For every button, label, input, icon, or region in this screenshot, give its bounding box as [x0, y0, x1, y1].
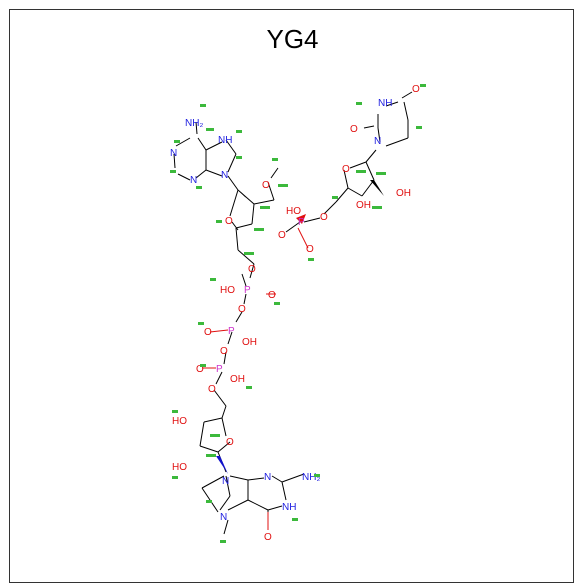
wedge-bond — [238, 190, 246, 198]
atom-o: O — [268, 290, 276, 301]
atom-oh: OH — [230, 374, 245, 385]
atom-o: O — [226, 437, 234, 448]
atom-o: O — [320, 212, 328, 223]
atom-o: O — [248, 264, 256, 275]
atom-nh: NH — [378, 98, 392, 109]
atom-ho: HO — [286, 206, 301, 217]
atom-o: O — [220, 346, 228, 357]
atom-p: P — [244, 285, 251, 296]
atom-n: N — [221, 170, 228, 181]
atom-o: O — [208, 384, 216, 395]
atom-n: N — [170, 148, 177, 159]
atom-o: O — [306, 244, 314, 255]
atom-nh2: NH₂ — [302, 472, 320, 483]
double-bonds — [202, 227, 309, 530]
wedge-bond — [370, 180, 384, 196]
atom-p: P — [216, 364, 223, 375]
atom-oh: OH — [356, 200, 371, 211]
atom-ho: HO — [220, 285, 235, 296]
wedge-bond — [216, 456, 228, 474]
atom-nh: NH — [218, 135, 232, 146]
atom-oh: OH — [242, 337, 257, 348]
atom-n: N — [374, 136, 381, 147]
atom-o: O — [238, 304, 246, 315]
atom-o: O — [278, 230, 286, 241]
diagram-frame: YG4 — [9, 9, 574, 583]
atom-n: N — [190, 175, 197, 186]
atom-p: P — [298, 217, 305, 228]
atom-o: O — [412, 84, 420, 95]
atom-p: P — [228, 326, 235, 337]
atom-nh: NH — [282, 502, 296, 513]
atom-ho: HO — [172, 416, 187, 427]
atom-o: O — [225, 216, 233, 227]
wedge-bond — [296, 214, 306, 224]
atom-o: O — [342, 164, 350, 175]
atom-o: O — [196, 364, 204, 375]
atom-labels: NH₂ N N N NH O O O HO P O O O N O NH O O… — [170, 84, 420, 543]
atom-index-labels — [170, 84, 426, 543]
atom-ho: HO — [172, 462, 187, 473]
atom-oh: OH — [396, 188, 411, 199]
atom-o: O — [350, 124, 358, 135]
atom-n: N — [264, 472, 271, 483]
bonds — [173, 91, 413, 535]
atom-o: O — [204, 327, 212, 338]
atom-o: O — [262, 180, 270, 191]
molecule-structure: NH₂ N N N NH O O O HO P O O O N O NH O O… — [170, 84, 426, 543]
atom-nh2: NH₂ — [185, 118, 203, 129]
diagram-title: YG4 — [266, 24, 319, 54]
atom-n: N — [222, 476, 229, 487]
atom-n: N — [220, 512, 227, 523]
atom-o: O — [264, 532, 272, 543]
